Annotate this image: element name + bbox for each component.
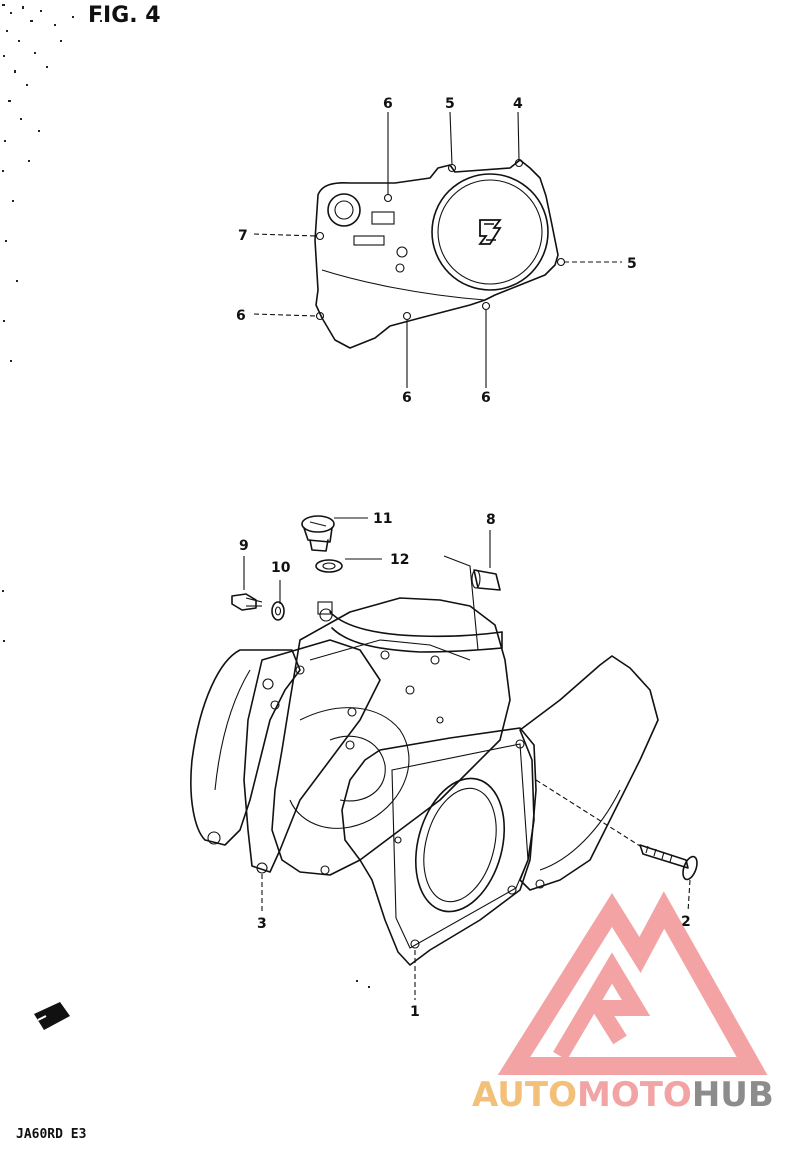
callout-2: 2	[681, 914, 691, 930]
callout-5-right: 5	[627, 256, 637, 272]
lower-leaders	[243, 517, 691, 1000]
crankcase-half	[271, 597, 511, 876]
watermark-text: AUTOMOTOHUB	[472, 1075, 774, 1115]
cover-hole-1	[396, 246, 408, 258]
screw-2	[639, 844, 698, 881]
screw-hole-right-5	[556, 257, 566, 267]
screw-hole-left-6	[315, 311, 325, 321]
o-ring-12	[315, 559, 343, 573]
callout-6-bottom-left: 6	[402, 390, 412, 406]
clutch-cover-assembly	[314, 158, 566, 349]
callout-6-bottom-right: 6	[481, 390, 491, 406]
callout-5-top: 5	[445, 96, 455, 112]
cover-dome	[431, 173, 549, 291]
callout-10: 10	[271, 560, 291, 576]
callout-6-left: 6	[236, 308, 246, 324]
breather-hose	[317, 601, 503, 653]
scan-noise	[2, 4, 370, 988]
filler-cap-11	[301, 515, 335, 552]
screw-hole-bottom-6b	[481, 301, 491, 311]
watermark-hub: HUB	[692, 1075, 774, 1115]
watermark-auto: AUTO	[472, 1075, 577, 1115]
filler-port-inner	[334, 200, 354, 220]
screw-hole-bottom-6a	[402, 311, 412, 321]
callout-1: 1	[410, 1004, 420, 1020]
callout-6-top: 6	[383, 96, 393, 112]
callout-7: 7	[238, 228, 248, 244]
callout-4: 4	[513, 96, 523, 112]
screw-hole-top-6	[383, 193, 393, 203]
footer-code: JA60RD E3	[16, 1127, 86, 1142]
cover-lower-rim	[321, 269, 486, 301]
watermark-moto: MOTO	[577, 1075, 692, 1115]
washer-10	[271, 601, 285, 621]
bolt-9	[231, 593, 263, 611]
generator-cover-1	[341, 727, 537, 966]
automotohub-logo-icon	[497, 891, 768, 1075]
suzuki-s-logo-icon	[478, 219, 502, 245]
filler-port-outer	[327, 193, 361, 227]
upper-leaders	[253, 111, 622, 388]
callout-12: 12	[390, 552, 409, 568]
front-arrow-icon	[34, 1002, 70, 1030]
callout-8: 8	[486, 512, 496, 528]
cover-hole-2	[395, 263, 405, 273]
screw-hole-left-7	[315, 231, 325, 241]
sprocket-cover	[519, 655, 659, 891]
magneto-cover	[190, 649, 301, 846]
callout-11: 11	[373, 511, 392, 527]
gasket-3	[243, 639, 381, 874]
cover-dome-inner	[437, 179, 543, 285]
callout-3: 3	[257, 916, 267, 932]
sight-window	[371, 211, 395, 225]
cover-boss	[353, 235, 385, 246]
pipe-8	[471, 569, 501, 591]
callout-9: 9	[239, 538, 249, 554]
cover-outline	[314, 159, 559, 349]
figure-title: FIG. 4	[88, 3, 161, 28]
